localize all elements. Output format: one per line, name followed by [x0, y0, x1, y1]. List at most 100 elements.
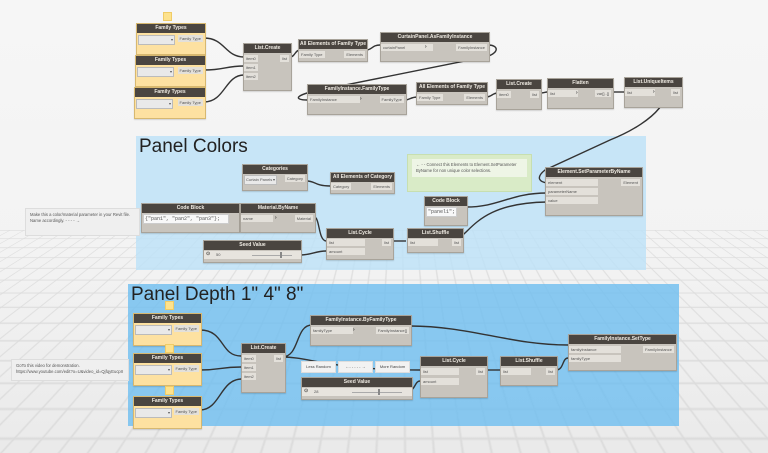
list-create-node[interactable]: List.Create item0 item1 item2 list — [243, 43, 292, 91]
list-unique-items-node[interactable]: List.UniqueItems list › list — [624, 77, 683, 108]
input-port[interactable]: parameterName — [546, 188, 598, 195]
output-port[interactable]: Family Type — [173, 408, 199, 415]
family-type-dropdown[interactable]: ▾ — [136, 99, 173, 109]
input-port[interactable]: item1 — [242, 364, 256, 371]
seed-value-slider-node[interactable]: Seed Value ⊙ 50 — [203, 240, 302, 263]
list-create-node[interactable]: List.Create item0 item1 item2 list — [241, 343, 286, 393]
family-types-node[interactable]: Family Types ▾ Family Type — [136, 23, 206, 55]
output-port[interactable]: Family Type — [173, 365, 199, 372]
list-create-node[interactable]: List.Create item0 list — [496, 79, 542, 110]
family-types-node[interactable]: Family Types ▾ Family Type — [135, 55, 206, 87]
slider-thumb[interactable] — [378, 389, 380, 395]
output-port[interactable]: list — [530, 91, 539, 98]
list-cycle-node[interactable]: List.Cycle list amount list — [326, 228, 394, 260]
curtain-panel-as-family-instance-node[interactable]: CurtainPanel.AsFamilyInstance curtainPan… — [380, 32, 490, 62]
input-port[interactable]: amount — [421, 378, 459, 385]
output-port[interactable]: Family Type — [177, 35, 203, 42]
expand-icon[interactable]: ⊙ — [304, 388, 309, 394]
input-port[interactable]: item2 — [242, 373, 256, 380]
material-by-name-node[interactable]: Material.ByName name › Material — [240, 203, 316, 233]
list-cycle-node[interactable]: List.Cycle list amount list — [420, 356, 488, 398]
output-port[interactable]: FamilyInstance — [643, 346, 674, 353]
seed-value-slider-node[interactable]: Seed Value ⊙ 28 — [301, 377, 413, 400]
list-shuffle-node[interactable]: List.Shuffle list list — [407, 228, 464, 253]
input-port[interactable]: Family Type — [417, 94, 443, 101]
expand-icon[interactable]: ⊙ — [206, 251, 211, 257]
input-port[interactable]: list — [625, 89, 655, 96]
family-types-node[interactable]: Family Types ▾ Family Type — [133, 396, 202, 429]
output-port[interactable]: FamilyInstance[] — [375, 327, 409, 334]
input-port[interactable]: familyInstance — [569, 346, 621, 353]
video-note[interactable]: GoTo this video for demonstration. https… — [11, 359, 129, 381]
family-types-node[interactable]: Family Types ▾ Family Type — [133, 313, 202, 346]
output-port[interactable]: Family Type — [173, 325, 199, 332]
input-port[interactable]: Category — [331, 183, 352, 190]
flatten-node[interactable]: Flatten list › var[]..[] — [547, 78, 614, 109]
input-port[interactable]: list — [408, 239, 438, 246]
output-port[interactable]: Category — [284, 175, 305, 182]
input-port[interactable]: item0 — [244, 55, 258, 62]
input-port[interactable]: Family Type — [299, 51, 325, 58]
output-port[interactable]: list — [452, 239, 461, 246]
output-port[interactable]: Elements — [371, 183, 392, 190]
all-elements-of-category-node[interactable]: All Elements of Category Category Elemen… — [330, 172, 395, 194]
slider-thumb[interactable] — [280, 252, 282, 258]
input-port[interactable]: familyType — [311, 327, 353, 334]
connect-note[interactable]: ← - - Connect this Elements to Element.S… — [407, 154, 532, 192]
list-shuffle-node[interactable]: List.Shuffle list list — [500, 356, 558, 386]
category-dropdown[interactable]: Curtain Panels▾ — [244, 175, 277, 185]
family-types-node[interactable]: Family Types ▾ Family Type — [133, 353, 202, 386]
code-block-node[interactable]: Code Block "panel1"; — [424, 196, 468, 226]
input-port[interactable]: list — [421, 368, 459, 375]
family-types-node[interactable]: Family Types ▾ Family Type — [134, 87, 206, 119]
seed-slider[interactable]: ⊙ 28 — [302, 388, 412, 396]
output-port[interactable]: FamilyType — [379, 96, 404, 103]
family-instance-by-family-type-node[interactable]: FamilyInstance.ByFamilyType familyType ›… — [310, 315, 412, 346]
family-instance-family-type-node[interactable]: FamilyInstance.FamilyType FamilyInstance… — [307, 84, 407, 115]
output-port[interactable]: list — [280, 55, 289, 62]
output-port[interactable]: Elements — [464, 94, 485, 101]
input-port[interactable]: list — [327, 239, 365, 246]
categories-node[interactable]: Categories Curtain Panels▾ Category — [242, 164, 308, 191]
code-editor[interactable]: "panel1"; — [426, 207, 457, 217]
input-port[interactable]: item0 — [242, 355, 256, 362]
input-port[interactable]: FamilyInstance — [308, 96, 360, 103]
output-port[interactable]: list — [671, 89, 680, 96]
output-port[interactable]: Element — [621, 179, 640, 186]
output-port[interactable]: list — [476, 368, 485, 375]
set-parameter-by-name-node[interactable]: Element.SetParameterByName element param… — [545, 167, 643, 216]
input-port[interactable]: item0 — [497, 91, 511, 98]
input-port[interactable]: list — [501, 368, 531, 375]
all-elements-of-family-type-node[interactable]: All Elements of Family Type Family Type … — [416, 82, 488, 105]
input-port[interactable]: item2 — [244, 73, 258, 80]
input-port[interactable]: value — [546, 197, 598, 204]
all-elements-of-family-type-node[interactable]: All Elements of Family Type Family Type … — [298, 39, 368, 62]
output-port[interactable]: Elements — [344, 51, 365, 58]
input-port[interactable]: amount — [327, 248, 365, 255]
output-port[interactable]: list — [274, 355, 283, 362]
family-type-dropdown[interactable]: ▾ — [138, 35, 175, 45]
seed-slider[interactable]: ⊙ 50 — [204, 251, 301, 259]
output-port[interactable]: list — [546, 368, 555, 375]
input-port[interactable]: item1 — [244, 64, 258, 71]
material-note[interactable]: Make this a color/material parameter in … — [25, 208, 140, 236]
output-port[interactable]: Family Type — [177, 99, 203, 106]
input-port[interactable]: list — [548, 90, 578, 97]
code-block-node[interactable]: Code Block {"pan1", "pan2", "pan3"}; — [141, 203, 240, 233]
input-port[interactable]: curtainPanel — [381, 44, 433, 51]
input-port[interactable]: familyType — [569, 355, 621, 362]
family-type-dropdown[interactable]: ▾ — [137, 67, 174, 77]
output-port[interactable]: list — [382, 239, 391, 246]
input-port[interactable]: element — [546, 179, 598, 186]
output-port[interactable]: var[]..[] — [594, 90, 611, 97]
family-type-dropdown[interactable]: ▾ — [135, 408, 172, 418]
input-port[interactable]: name — [241, 215, 273, 222]
family-type-dropdown[interactable]: ▾ — [135, 365, 172, 375]
code-editor[interactable]: {"pan1", "pan2", "pan3"}; — [143, 214, 229, 224]
family-instance-set-type-node[interactable]: FamilyInstance.SetType familyInstance fa… — [568, 334, 677, 371]
family-type-dropdown[interactable]: ▾ — [135, 325, 172, 335]
output-port[interactable]: FamilyInstance — [456, 44, 487, 51]
output-port[interactable]: Material — [294, 215, 313, 222]
output-port[interactable]: Family Type — [177, 67, 203, 74]
